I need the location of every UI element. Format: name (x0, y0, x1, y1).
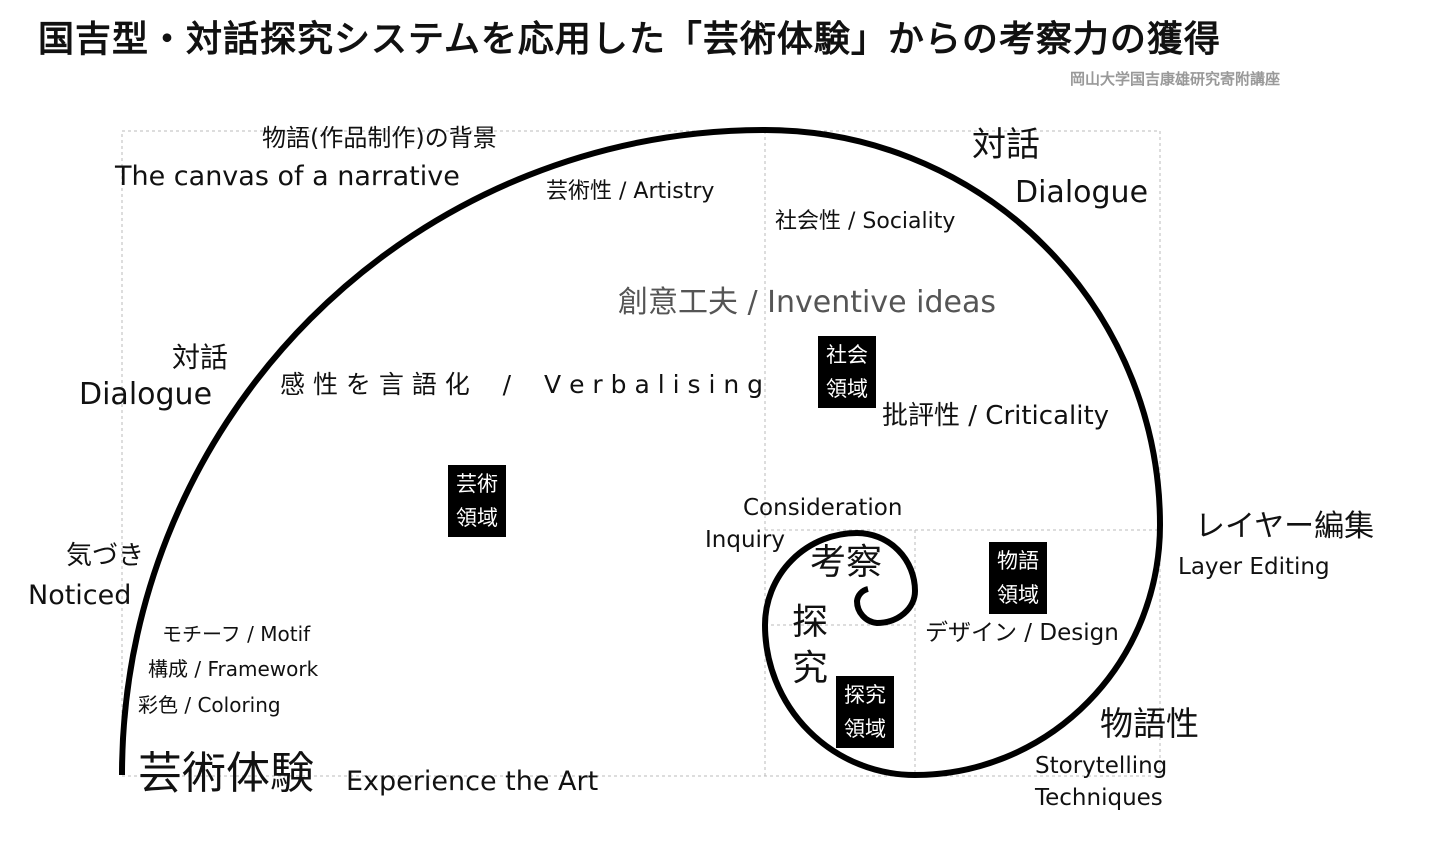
inquiry: Inquiry (705, 527, 785, 553)
coloring: 彩色 / Coloring (138, 693, 281, 717)
badge-story-domain: 物語 領域 (989, 542, 1047, 614)
dialogue-top-ja: 対話 (972, 125, 1040, 165)
dialogue-left-en: Dialogue (79, 377, 213, 412)
badge-line: 社会 (826, 343, 868, 367)
badge-line: 領域 (826, 377, 868, 401)
storytelling-en-2: Techniques (1035, 785, 1163, 811)
art-experience-ja: 芸術体験 (138, 748, 314, 799)
design: デザイン / Design (925, 620, 1119, 646)
badge-line: 探究 (844, 683, 886, 707)
storytelling-en-1: Storytelling (1035, 753, 1168, 779)
badge-inquiry-domain: 探究 領域 (836, 676, 894, 748)
narrative-ja: 物語(作品制作)の背景 (262, 124, 497, 152)
dashed-grid (121, 130, 1161, 777)
badge-line: 領域 (456, 506, 498, 530)
subtitle: 岡山大学国吉康雄研究寄附講座 (1070, 70, 1281, 88)
badge-line: 領域 (997, 583, 1039, 607)
motif: モチーフ / Motif (162, 622, 311, 646)
golden-spiral (119, 126, 1164, 779)
badge-line: 物語 (997, 549, 1039, 573)
layer-editing-ja: レイヤー編集 (1195, 509, 1375, 544)
dialogue-left-ja: 対話 (172, 341, 229, 374)
badge-social-domain: 社会 領域 (818, 336, 876, 408)
inventive-ideas: 創意工夫 / Inventive ideas (618, 285, 996, 320)
noticed-en: Noticed (28, 580, 132, 611)
dialogue-top-en: Dialogue (1015, 175, 1149, 210)
framework: 構成 / Framework (148, 657, 319, 681)
verbalising: 感 性 を 言 語 化 / V e r b a l i s i n g (280, 370, 764, 399)
layer-editing-en: Layer Editing (1178, 554, 1330, 580)
sociality: 社会性 / Sociality (775, 209, 956, 234)
criticality: 批評性 / Criticality (882, 401, 1110, 431)
page-title: 国吉型・対話探究システムを応用した「芸術体験」からの考察力の獲得 (38, 19, 1221, 60)
art-experience-en: Experience the Art (346, 766, 599, 797)
badge-line: 芸術 (456, 472, 498, 496)
kousatsu: 考察 (810, 542, 883, 583)
consideration: Consideration (743, 495, 903, 521)
storytelling-ja: 物語性 (1100, 704, 1199, 743)
tankyu: 探究 (792, 602, 829, 689)
narrative-en: The canvas of a narrative (115, 161, 460, 192)
artistry: 芸術性 / Artistry (546, 179, 715, 204)
badge-line: 領域 (844, 717, 886, 741)
noticed-ja: 気づき (66, 541, 145, 571)
badge-art-domain: 芸術 領域 (448, 465, 506, 537)
